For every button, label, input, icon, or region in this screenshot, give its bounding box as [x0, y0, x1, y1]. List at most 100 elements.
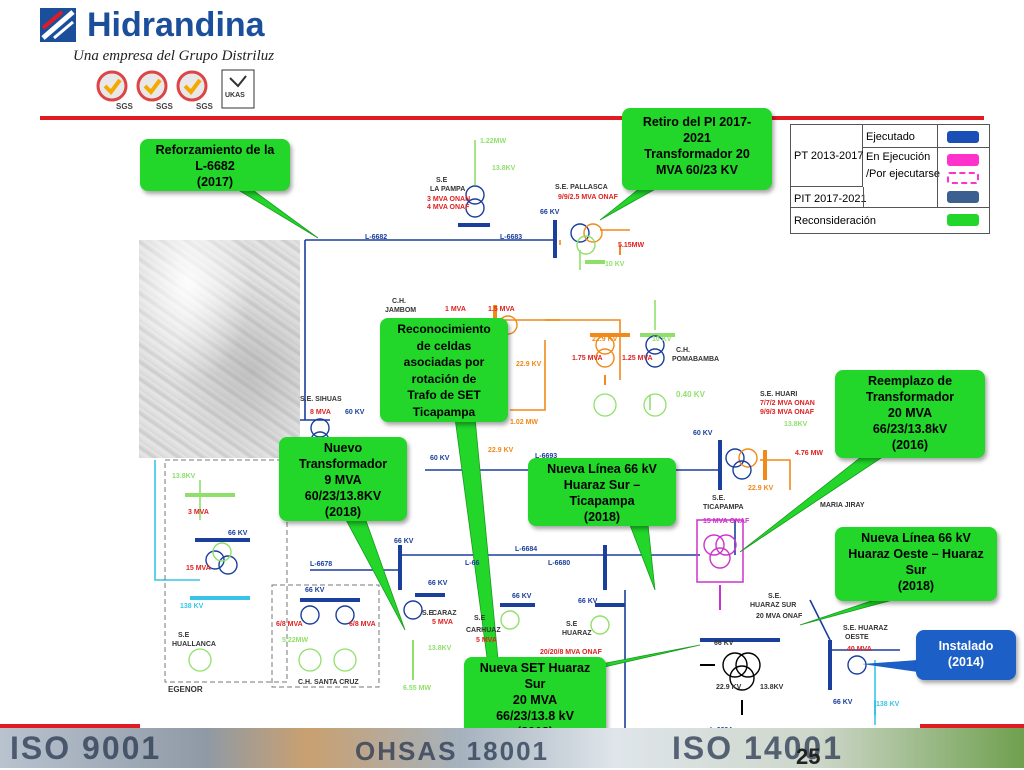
label-se-ticapampa-1: S.E. [712, 495, 725, 502]
footer-banner [0, 728, 1024, 768]
label-se-huaraz-1: S.E [566, 621, 578, 628]
label-huaraz-oeste-mva: 40 MVA [847, 646, 872, 653]
label-carhuaz-mva: 5 MVA [476, 637, 497, 644]
legend-swatch-por-ejecutarse [947, 172, 979, 184]
label-kv-66-huaraz: 66 KV [578, 598, 598, 605]
label-se-caraz-1: S.E [422, 610, 434, 617]
label-ch-jambom-2: JAMBOM [385, 307, 416, 314]
label-lapampa-cap1: 3 MVA ONAN [427, 196, 470, 203]
label-huari-cap1: 7/7/2 MVA ONAN [760, 400, 815, 407]
label-ch-pomabamba-2: POMABAMBA [672, 356, 719, 363]
legend-swatch-ejecutado [947, 131, 979, 143]
label-ch-santacruz: C.H. SANTA CRUZ [298, 679, 359, 686]
legend-swatch-en-ejecucion [947, 154, 979, 166]
label-se-huaraz-sur-1: S.E. [768, 593, 781, 600]
callout-pointers [233, 179, 901, 681]
sgs-label-1: SGS [116, 102, 133, 111]
company-logo [40, 8, 80, 44]
label-kv-66-caraz-b: 66 KV [428, 580, 448, 587]
label-kv-13-8-egenor: 13.8KV [172, 473, 196, 480]
label-kv-13-8-caraz: 13.8KV [428, 645, 452, 652]
label-se-huaraz-2: HUARAZ [562, 630, 592, 637]
label-se-lapampa-2: LA PAMPA [430, 186, 465, 193]
label-se-huallanca-1: S.E [178, 632, 190, 639]
label-l66: L-66 [465, 560, 480, 567]
label-kv-22-9-huari: 22.9 KV [748, 485, 774, 492]
label-kv-22-9-c: 22.9 KV [488, 447, 514, 454]
marble-texture-image [139, 240, 300, 458]
label-kv-66-oeste: 66 KV [833, 699, 853, 706]
legend-period-pit: PIT 2017-2021 [794, 193, 867, 205]
label-mva-1-75: 1.75 MVA [572, 355, 603, 362]
ukas-label: UKAS [225, 92, 245, 99]
label-ch-jambom-1: C.H. [392, 298, 406, 305]
label-ticapampa-cap: 15 MVA ONAF [703, 518, 750, 525]
footer-ohsas-18001: OHSAS 18001 [355, 736, 549, 766]
label-mw-5-22: 5.22MW [282, 637, 308, 644]
label-mw-4-76: 4.76 MW [795, 450, 823, 457]
label-se-huaraz-oeste-1: S.E. HUARAZ [843, 625, 888, 632]
label-kv-66-santacruz: 66 KV [305, 587, 325, 594]
legend-status-en-ejecucion: En Ejecución [866, 151, 931, 163]
label-caraz-mva: 5 MVA [432, 619, 453, 626]
orange-bus [493, 305, 767, 480]
label-huaraz-cap: 20/20/8 MVA ONAF [540, 649, 603, 656]
label-kv-60-b: 60 KV [430, 455, 450, 462]
label-kv-138: 138 KV [180, 603, 204, 610]
footer-iso-14001: ISO 14001 [672, 730, 843, 766]
label-se-carhuaz-1: S.E [474, 615, 486, 622]
legend-reconsideracion: Reconsideración [794, 215, 876, 227]
label-se-sihuas: S.E. SIHUAS [300, 396, 342, 403]
certification-badges [90, 68, 260, 112]
company-tagline: Una empresa del Grupo Distriluz [73, 48, 275, 64]
label-se-huari: S.E. HUARI [760, 391, 797, 398]
label-huari-cap2: 9/9/3 MVA ONAF [760, 409, 815, 416]
label-mva-15: 15 MVA [186, 565, 211, 572]
label-se-caraz: CARAZ [432, 610, 457, 617]
label-jambom-mva: 1 MVA [445, 306, 466, 313]
legend-period-pt: PT 2013-2017 [794, 150, 864, 162]
legend-swatch-pit [947, 191, 979, 203]
label-kv-10-pallasca: 10 KV [605, 261, 625, 268]
egenor-box [164, 459, 288, 683]
label-mva-6-8b: 6/8 MVA [349, 621, 376, 628]
label-pallasca-mw: 5.15MW [618, 242, 644, 249]
label-se-ticapampa-2: TICAPAMPA [703, 504, 744, 511]
label-mva-1-5: 1.5 MVA [488, 306, 515, 313]
instalado-pointer [862, 660, 918, 672]
label-kv-66-caraz-a: 66 KV [394, 538, 414, 545]
label-lapampa-cap2: 4 MVA ONAF [427, 204, 470, 211]
sgs-label-2: SGS [156, 102, 173, 111]
label-mva-1-25: 1.25 MVA [622, 355, 653, 362]
label-top-mw: 1.22MW [480, 138, 506, 145]
label-kv-13-8-top: 13.8KV [492, 165, 516, 172]
label-l6683: L-6683 [500, 234, 522, 241]
label-kv-22-9-b: 22.9 KV [592, 336, 618, 343]
ticapampa-box [696, 519, 744, 583]
legend-status-por-ejecutarse: /Por ejecutarse [866, 168, 940, 180]
label-sihuas-mva: 8 MVA [310, 409, 331, 416]
label-se-huallanca-2: HUALLANCA [172, 641, 216, 648]
label-kv-66-carhuaz: 66 KV [512, 593, 532, 600]
legend-swatch-reconsideracion [947, 214, 979, 226]
label-l6678: L-6678 [310, 561, 332, 568]
label-kv-66-hsur: 66 KV [714, 640, 734, 647]
legend-table: PT 2013-2017 Ejecutado En Ejecución /Por… [790, 124, 990, 234]
label-kv-66-egenor: 66 KV [228, 530, 248, 537]
header-rule [40, 116, 984, 120]
label-kv-66-pallasca: 66 KV [540, 209, 560, 216]
sgs-label-3: SGS [196, 102, 213, 111]
orange-lines [470, 229, 791, 490]
label-huaraz-sur-cap: 20 MVA ONAF [756, 613, 803, 620]
label-l6682: L-6682 [365, 234, 387, 241]
footer-red-rule-right [920, 724, 1024, 728]
label-se-pallasca: S.E. PALLASCA [555, 184, 608, 191]
label-ch-pomabamba-1: C.H. [676, 347, 690, 354]
